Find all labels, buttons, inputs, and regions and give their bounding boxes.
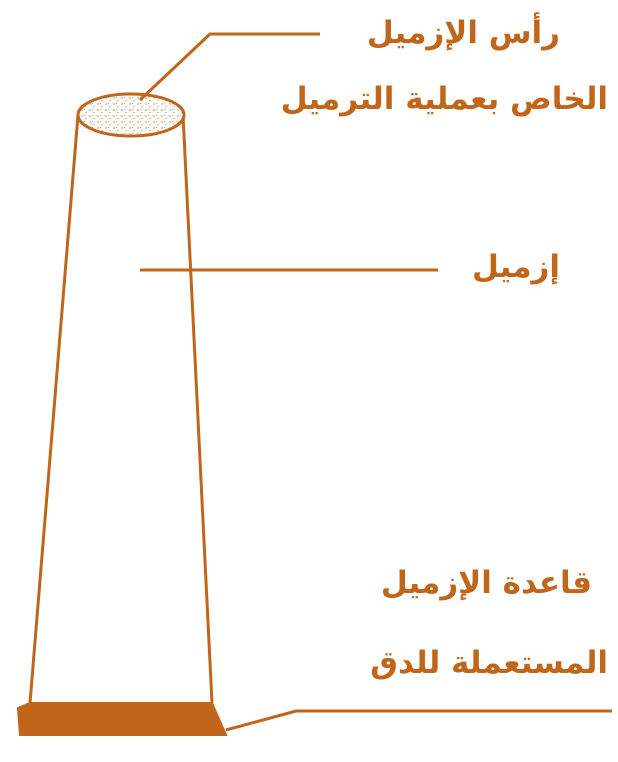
chisel-body — [30, 115, 212, 703]
chisel-base — [18, 703, 226, 735]
chisel-left-edge — [30, 115, 78, 703]
body-label: إزميل — [472, 252, 560, 283]
leader-lines — [140, 34, 612, 730]
base-label-line2: المستعملة للدق — [370, 648, 608, 679]
chisel-tip — [78, 94, 184, 136]
chisel-right-edge — [183, 115, 212, 703]
base-label-line1: قاعدة الإزميل — [381, 568, 592, 599]
tip-label-line1: رأس الإزميل — [367, 18, 560, 49]
base-leader-line — [226, 711, 612, 730]
tip-label-line2: الخاص بعملية الترميل — [281, 84, 608, 115]
